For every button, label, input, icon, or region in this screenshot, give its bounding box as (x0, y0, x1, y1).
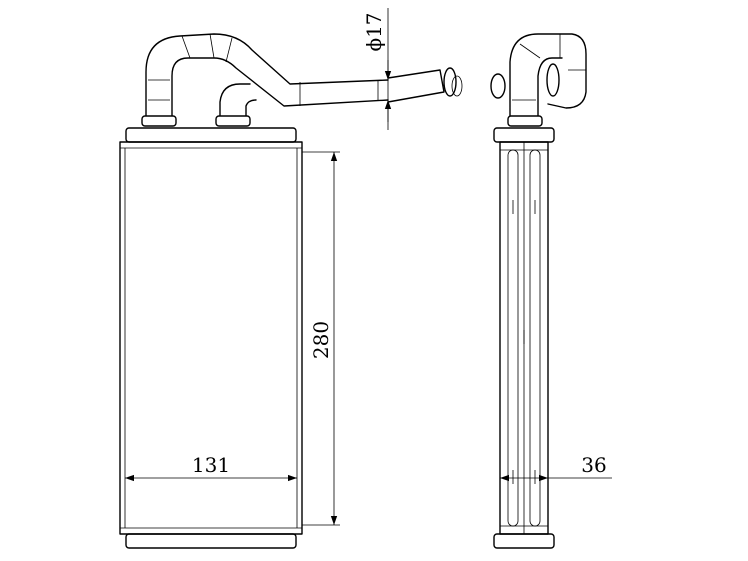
side-bottom-tank (493, 533, 555, 549)
bottom-tank (125, 533, 297, 549)
side-view: 36 (490, 33, 612, 549)
depth-dimension: 36 (500, 453, 612, 482)
core-side (499, 141, 549, 535)
core-front (119, 141, 303, 535)
height-dimension: 280 (302, 151, 340, 526)
top-tank (125, 127, 297, 143)
pipe-diameter-label: ϕ17 (362, 12, 386, 51)
pipe-diameter-dimension: ϕ17 (362, 8, 392, 130)
front-view: 131 280 ϕ17 (119, 8, 463, 549)
width-dimension: 131 (125, 453, 297, 482)
depth-dimension-label: 36 (581, 453, 606, 477)
pipes-side (490, 33, 587, 127)
side-top-tank (493, 127, 555, 143)
width-dimension-label: 131 (192, 453, 230, 477)
height-dimension-label: 280 (309, 321, 333, 359)
inlet-outlet-pipes-front (141, 33, 463, 127)
